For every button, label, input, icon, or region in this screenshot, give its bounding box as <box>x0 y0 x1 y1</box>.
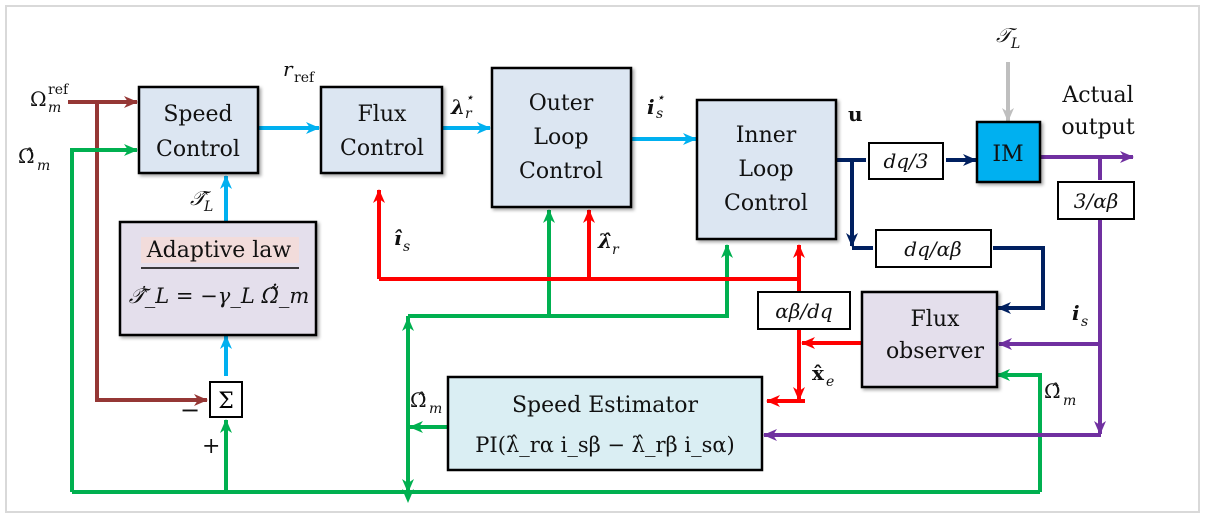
svg-text:s: s <box>1081 314 1088 330</box>
outer-loop-label-1: Outer <box>529 91 594 116</box>
svg-text:ref: ref <box>294 70 316 86</box>
flux-observer-label-1: Flux <box>911 307 960 332</box>
im-label: IM <box>992 142 1023 167</box>
inner-loop-label-3: Control <box>724 191 808 216</box>
svg-text:λ̂: λ̂ <box>597 229 612 253</box>
svg-text:s: s <box>656 106 663 122</box>
flux-observer-block[interactable]: Flux observer <box>860 290 999 389</box>
svg-text:⋆: ⋆ <box>465 90 474 106</box>
adaptive-law-highlight <box>141 237 299 263</box>
svg-text:i: i <box>647 95 655 119</box>
flux-control-label-1: Flux <box>358 102 407 127</box>
svg-text:m: m <box>1063 393 1076 409</box>
speed-estimator-equation: PI(λ̂_rα i_sβ − λ̂_rβ i_sα) <box>475 433 734 457</box>
sum-plus-sign: + <box>202 434 220 459</box>
omega-hat-to-flux-observer <box>996 369 1042 492</box>
svg-text:L: L <box>1010 36 1020 52</box>
current-wires <box>763 151 1134 441</box>
omega-hat-to-inner-loop <box>408 244 733 318</box>
svg-text:L: L <box>203 199 213 215</box>
xe-hat-label: x̂ e <box>812 361 834 390</box>
3ab-label: 3/αβ <box>1074 189 1119 213</box>
speed-control-label-1: Speed <box>163 102 232 127</box>
dqab-to-flux-observer <box>993 246 1045 314</box>
speed-estimator-title: Speed Estimator <box>512 393 699 418</box>
lambda-hat-label: λ̂ r <box>597 229 620 258</box>
omega-hat-input-label: Ω̂ m <box>18 144 50 174</box>
outer-loop-label-2: Loop <box>533 125 588 150</box>
adaptive-law-block[interactable]: Adaptive law 𝒯̂̇_L = −γ_L Ω̃̇_m <box>118 220 318 337</box>
omega-ref-to-sum <box>95 102 208 406</box>
sum-block[interactable]: Σ <box>209 381 243 418</box>
ab-to-dq-transform[interactable]: αβ/dq <box>757 291 851 330</box>
is-label: i s <box>1072 301 1088 330</box>
speed-control-block[interactable]: Speed Control <box>137 85 260 175</box>
dq-to-ab-transform[interactable]: dq/αβ <box>875 229 992 268</box>
svg-text:m: m <box>37 158 50 174</box>
svg-text:ref: ref <box>48 82 70 98</box>
lambda-star-label: λ ⋆ r <box>450 90 474 122</box>
sum-symbol: Σ <box>218 389 234 414</box>
speed-estimator-block[interactable]: Speed Estimator PI(λ̂_rα i_sβ − λ̂_rβ i_… <box>446 375 764 472</box>
svg-text:Ω̂: Ω̂ <box>410 388 427 412</box>
svg-text:r: r <box>612 242 620 258</box>
estimate-wires <box>373 189 862 407</box>
speed-control-label-2: Control <box>156 137 240 162</box>
inner-loop-control-block[interactable]: Inner Loop Control <box>695 98 838 241</box>
svg-text:î: î <box>394 226 403 250</box>
svg-text:i: i <box>1072 301 1080 325</box>
abdq-label: αβ/dq <box>775 299 832 323</box>
dq-to-3-transform[interactable]: dq/3 <box>868 142 944 180</box>
svg-text:Ω̂: Ω̂ <box>1044 379 1061 403</box>
flux-control-block[interactable]: Flux Control <box>319 85 444 175</box>
dq3-label: dq/3 <box>883 149 928 173</box>
adaptive-law-title: Adaptive law <box>146 238 292 263</box>
svg-text:Ω: Ω <box>30 87 47 111</box>
dqab-label: dq/αβ <box>904 237 961 261</box>
outer-loop-label-3: Control <box>519 159 603 184</box>
svg-text:x̂: x̂ <box>812 361 825 385</box>
svg-text:e: e <box>826 374 834 390</box>
inner-loop-label-2: Loop <box>738 157 793 182</box>
svg-text:m: m <box>429 401 442 417</box>
svg-text:r: r <box>283 57 294 81</box>
inner-loop-label-1: Inner <box>736 123 797 148</box>
actual-output-label: Actual output <box>1061 83 1135 140</box>
load-torque-label: 𝒯 L <box>996 23 1020 52</box>
omega-hat-observer-label: Ω̂ m <box>1044 379 1076 409</box>
svg-text:Ω̂: Ω̂ <box>18 144 35 168</box>
svg-text:r: r <box>465 106 473 122</box>
flux-observer-label-2: observer <box>886 339 985 364</box>
forward-wires <box>220 122 697 376</box>
u-label: u <box>848 102 863 126</box>
adaptive-law-equation: 𝒯̂̇_L = −γ_L Ω̃̇_m <box>129 284 310 308</box>
reference-wires <box>68 96 208 406</box>
im-block[interactable]: IM <box>975 120 1042 184</box>
svg-text:s: s <box>403 239 410 255</box>
sum-minus-sign: − <box>180 396 200 424</box>
tl-hat-label: 𝒯̂ L <box>190 186 213 215</box>
svg-text:m: m <box>48 100 61 116</box>
omega-ref-label: Ω ref m <box>30 82 70 116</box>
is-hat-label: î s <box>394 226 410 255</box>
svg-text:⋆: ⋆ <box>656 90 665 106</box>
omega-hat-estimator-label: Ω̂ m <box>410 388 442 417</box>
omega-hat-to-speed-control <box>70 144 138 492</box>
flux-control-label-2: Control <box>340 136 424 161</box>
is-star-label: i ⋆ s <box>647 90 665 122</box>
3-to-ab-transform[interactable]: 3/αβ <box>1057 181 1135 220</box>
svg-text:output: output <box>1061 115 1135 140</box>
outer-loop-control-block[interactable]: Outer Loop Control <box>490 66 633 209</box>
speed-estimate-wires <box>70 144 1042 503</box>
r-ref-label: r ref <box>283 57 316 86</box>
voltage-wires <box>837 154 1045 314</box>
svg-text:Actual: Actual <box>1061 83 1133 108</box>
svg-text:λ: λ <box>450 95 465 119</box>
